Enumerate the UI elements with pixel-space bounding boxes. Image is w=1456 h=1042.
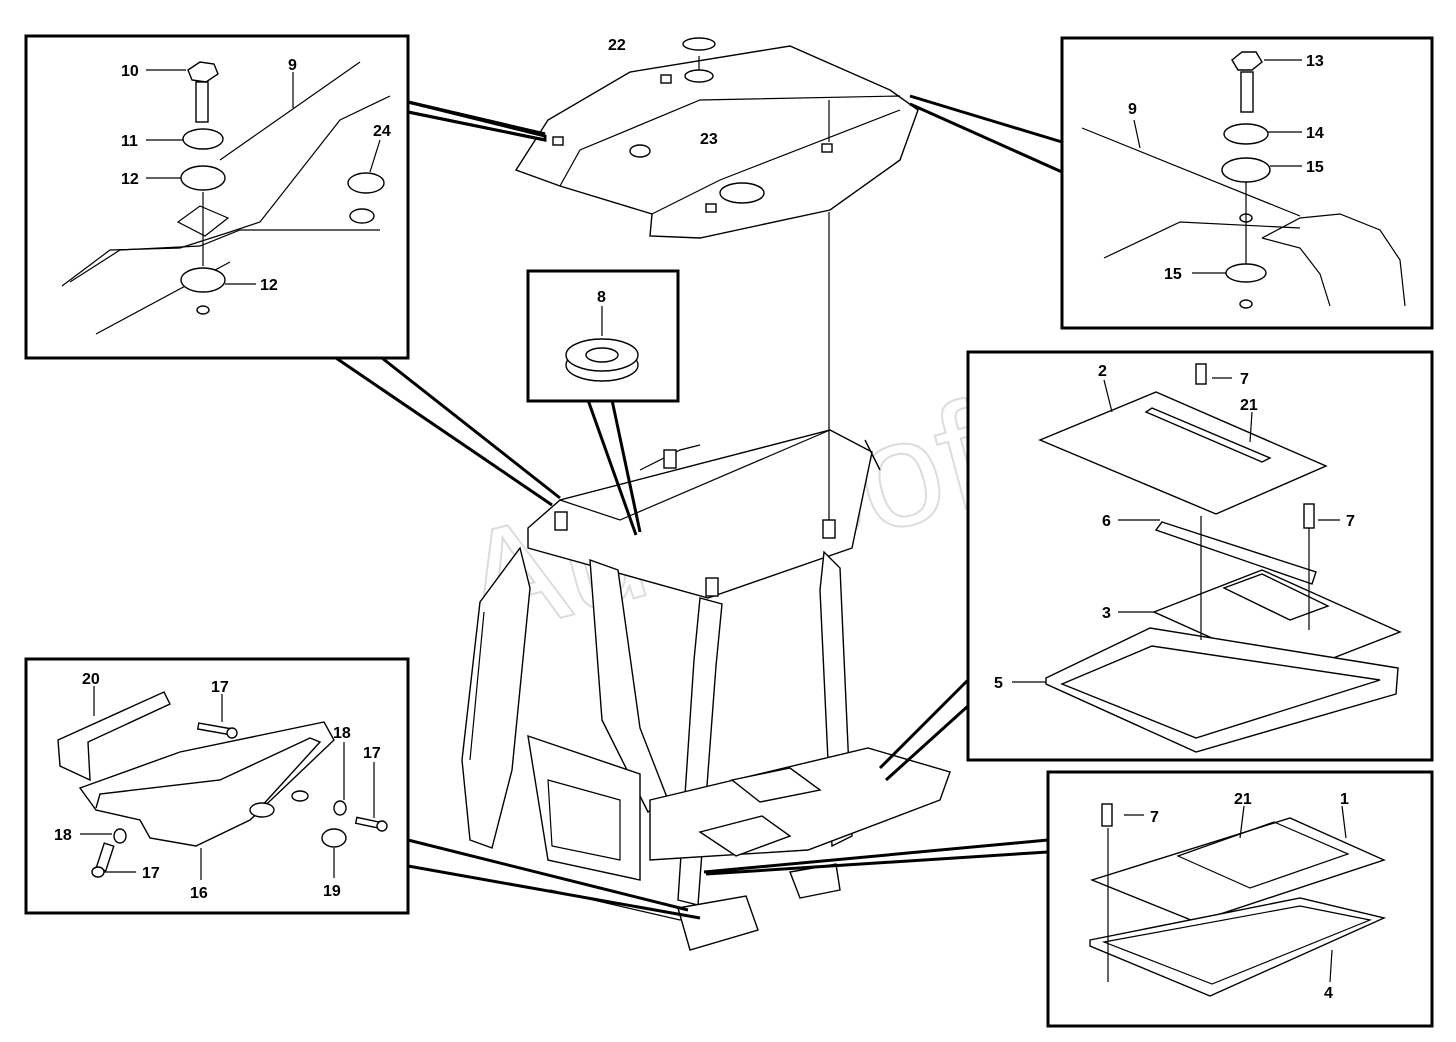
detail-box-step-bracket — [24, 657, 701, 920]
callout-7: 7 — [1240, 371, 1249, 388]
callout-12: 12 — [260, 277, 278, 294]
callout-9: 9 — [1128, 101, 1137, 118]
callout-9: 9 — [288, 57, 297, 74]
callout-17: 17 — [363, 745, 381, 762]
callout-18: 18 — [54, 827, 72, 844]
detail-box-roof-mount-right — [909, 36, 1434, 330]
callout-18: 18 — [333, 725, 351, 742]
callout-17: 17 — [142, 865, 160, 882]
callout-8: 8 — [597, 289, 606, 306]
callout-3: 3 — [1102, 605, 1111, 622]
callout-23: 23 — [700, 131, 718, 148]
callout-7: 7 — [1346, 513, 1355, 530]
callout-4: 4 — [1324, 985, 1333, 1002]
callout-24: 24 — [373, 123, 391, 140]
callout-15: 15 — [1164, 266, 1182, 283]
callout-13: 13 — [1306, 53, 1324, 70]
callout-16: 16 — [190, 885, 208, 902]
callout-21: 21 — [1240, 397, 1258, 414]
callout-7: 7 — [1150, 809, 1159, 826]
callout-15: 15 — [1306, 159, 1324, 176]
roof-panel — [514, 37, 919, 520]
callout-21: 21 — [1234, 791, 1252, 808]
cab-frame — [461, 429, 951, 951]
callout-6: 6 — [1102, 513, 1111, 530]
callout-1: 1 — [1340, 791, 1349, 808]
callout-12: 12 — [121, 171, 139, 188]
detail-box-roof-mount-left — [24, 34, 561, 507]
callout-11: 11 — [121, 133, 138, 150]
callout-2: 2 — [1098, 363, 1107, 380]
callout-5: 5 — [994, 675, 1003, 692]
callout-20: 20 — [82, 671, 100, 688]
callout-17: 17 — [211, 679, 229, 696]
callout-22: 22 — [608, 37, 626, 54]
callout-10: 10 — [121, 63, 139, 80]
detail-box-floor-plate — [703, 770, 1434, 1028]
callout-14: 14 — [1306, 125, 1324, 142]
detail-box-roof-hatch — [878, 350, 1434, 782]
callout-19: 19 — [323, 883, 341, 900]
callout-labels: 10 9 24 11 12 12 22 23 8 13 9 14 15 15 2… — [54, 37, 1355, 1002]
detail-box-grommet — [526, 269, 680, 536]
